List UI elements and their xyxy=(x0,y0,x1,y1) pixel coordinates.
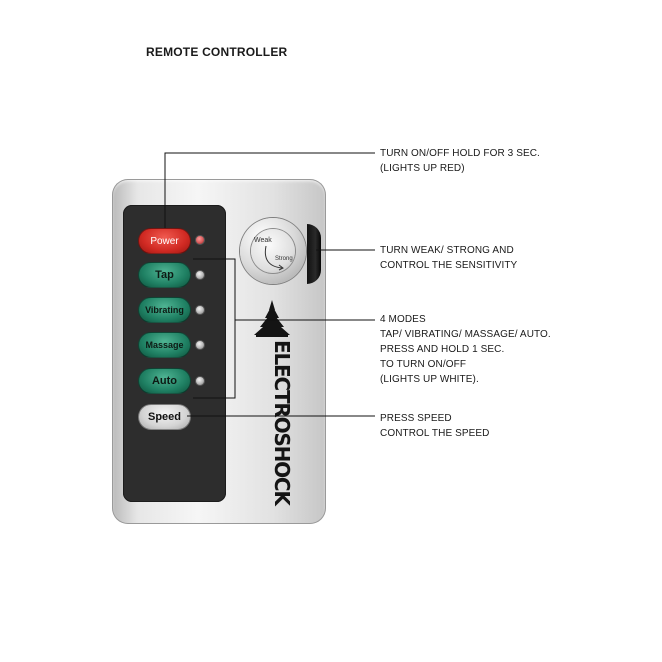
power-button[interactable]: Power xyxy=(138,228,191,254)
callout-knob: TURN WEAK/ STRONG AND CONTROL THE SENSIT… xyxy=(380,245,518,271)
tap-button[interactable]: Tap xyxy=(138,262,191,288)
callout-power: TURN ON/OFF HOLD FOR 3 SEC. (LIGHTS UP R… xyxy=(380,148,540,174)
tap-led xyxy=(195,270,205,280)
knob-weak-label: Weak xyxy=(254,237,272,244)
callout-modes: 4 MODES TAP/ VIBRATING/ MASSAGE/ AUTO. P… xyxy=(380,314,551,385)
brand-name: ELECTROSHOCK xyxy=(270,340,294,505)
diagram-title: REMOTE CONTROLLER xyxy=(146,45,288,59)
massage-button[interactable]: Massage xyxy=(138,332,191,358)
auto-button[interactable]: Auto xyxy=(138,368,191,394)
auto-led xyxy=(195,376,205,386)
knob-strong-label: Strong xyxy=(275,256,293,262)
power-led xyxy=(195,235,205,245)
speed-button[interactable]: Speed xyxy=(138,404,191,430)
massage-led xyxy=(195,340,205,350)
sensitivity-wheel[interactable] xyxy=(307,224,321,284)
callout-speed: PRESS SPEED CONTROL THE SPEED xyxy=(380,413,490,439)
vibrating-button[interactable]: Vibrating xyxy=(138,297,191,323)
vibrating-led xyxy=(195,305,205,315)
